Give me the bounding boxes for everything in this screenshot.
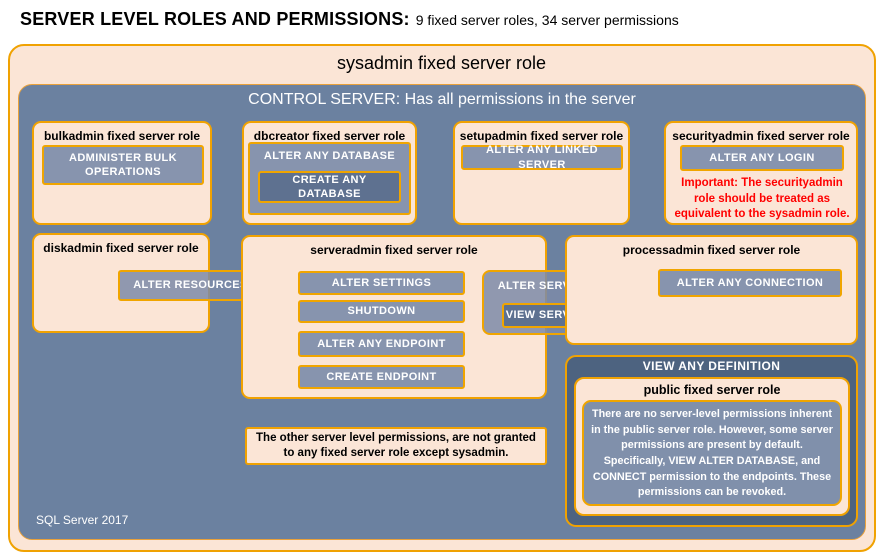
permission-alter-any-login: ALTER ANY LOGIN <box>680 145 844 171</box>
securityadmin-role-box: securityadmin fixed server role <box>664 121 858 225</box>
serveradmin-role-title: serveradmin fixed server role <box>310 243 478 257</box>
processadmin-role-title: processadmin fixed server role <box>622 243 801 257</box>
diskadmin-role-box: diskadmin fixed server role <box>32 233 210 333</box>
permission-alter-any-connection: ALTER ANY CONNECTION <box>658 269 842 297</box>
securityadmin-warning-text: Important: The securityadmin role should… <box>674 177 850 221</box>
public-role-description: There are no server-level permissions in… <box>582 400 842 506</box>
setupadmin-role-box: setupadmin fixed server role <box>453 121 630 225</box>
setupadmin-role-title: setupadmin fixed server role <box>459 129 624 143</box>
diskadmin-role-title: diskadmin fixed server role <box>43 241 199 255</box>
public-role-title: public fixed server role <box>643 383 781 397</box>
other-permissions-note: The other server level permissions, are … <box>245 427 547 465</box>
dbcreator-role-title: dbcreator fixed server role <box>253 129 406 143</box>
securityadmin-role-title: securityadmin fixed server role <box>672 129 850 143</box>
page-title-sub: 9 fixed server roles, 34 server permissi… <box>415 12 679 28</box>
permission-shutdown: SHUTDOWN <box>298 300 465 323</box>
permission-create-any-database: CREATE ANY DATABASE <box>258 171 401 203</box>
permission-create-endpoint: CREATE ENDPOINT <box>298 365 465 389</box>
sysadmin-role-title: sysadmin fixed server role <box>336 53 547 73</box>
permission-alter-resources: ALTER RESOURCES <box>118 270 263 301</box>
permission-alter-settings: ALTER SETTINGS <box>298 271 465 295</box>
control-server-title: CONTROL SERVER: Has all permissions in t… <box>248 91 636 108</box>
page-title: SERVER LEVEL ROLES AND PERMISSIONS: 9 fix… <box>20 9 679 30</box>
permission-alter-any-endpoint: ALTER ANY ENDPOINT <box>298 331 465 357</box>
permission-administer-bulk-operations: ADMINISTER BULK OPERATIONS <box>42 145 204 185</box>
sql-server-version-label: SQL Server 2017 <box>36 513 129 527</box>
bulkadmin-role-title: bulkadmin fixed server role <box>43 129 201 143</box>
permission-alter-any-linked-server: ALTER ANY LINKED SERVER <box>461 144 623 171</box>
permission-view-any-definition-label: VIEW ANY DEFINITION <box>642 359 781 373</box>
page-title-main: SERVER LEVEL ROLES AND PERMISSIONS: <box>20 9 410 29</box>
